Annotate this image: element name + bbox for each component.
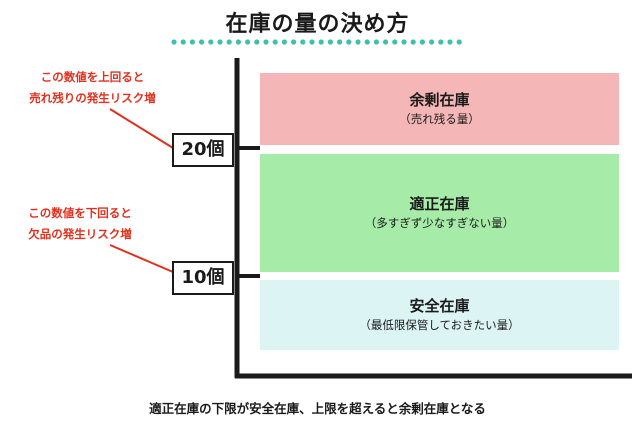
title-dot bbox=[392, 39, 398, 45]
surplus-stock-note: （売れ残る量） bbox=[399, 112, 480, 126]
title-dot bbox=[235, 39, 241, 45]
title-dot bbox=[327, 39, 333, 45]
title-dot bbox=[456, 39, 462, 45]
title-dot bbox=[383, 39, 389, 45]
title-dot bbox=[355, 39, 361, 45]
title-dot bbox=[199, 39, 205, 45]
title-dot bbox=[309, 39, 315, 45]
threshold-label-20: 20個 bbox=[172, 133, 234, 167]
title-dot bbox=[226, 39, 232, 45]
title-dot bbox=[337, 39, 343, 45]
optimal-stock-zone: 適正在庫 （多すぎず少なすぎない量） bbox=[260, 154, 619, 272]
surplus-stock-zone: 余剰在庫 （売れ残る量） bbox=[260, 73, 619, 145]
title-dot bbox=[272, 39, 278, 45]
title-dot bbox=[245, 39, 251, 45]
title-dot bbox=[410, 39, 416, 45]
title-dot bbox=[300, 39, 306, 45]
title-dot bbox=[254, 39, 260, 45]
upper-risk-line-1: この数値を上回ると bbox=[40, 70, 145, 84]
lower-risk-line-2: 欠品の発生リスク増 bbox=[28, 227, 132, 241]
title-dot bbox=[401, 39, 407, 45]
title-dot bbox=[373, 39, 379, 45]
leader-line-lower bbox=[109, 244, 174, 273]
title-dot bbox=[438, 39, 444, 45]
title-dot bbox=[318, 39, 324, 45]
safety-stock-label: 安全在庫 bbox=[409, 297, 470, 315]
diagram-caption: 適正在庫の下限が安全在庫、上限を超えると余剰在庫となる bbox=[149, 401, 486, 416]
title-dot bbox=[281, 39, 287, 45]
optimal-stock-label: 適正在庫 bbox=[409, 195, 470, 213]
title-dot bbox=[447, 39, 453, 45]
optimal-stock-note: （多すぎず少なすぎない量） bbox=[364, 216, 515, 230]
upper-risk-annotation: この数値を上回ると 売れ残りの発生リスク増 bbox=[0, 67, 185, 109]
title-dot bbox=[419, 39, 425, 45]
safety-stock-zone: 安全在庫 （最低限保管しておきたい量） bbox=[260, 280, 619, 350]
title-dot bbox=[208, 39, 214, 45]
title-dot bbox=[364, 39, 370, 45]
title-dot bbox=[189, 39, 195, 45]
title-dotted-underline bbox=[171, 39, 462, 45]
leader-line-upper bbox=[109, 108, 174, 149]
upper-risk-line-2: 売れ残りの発生リスク増 bbox=[29, 91, 156, 105]
title-dot bbox=[346, 39, 352, 45]
title-dot bbox=[263, 39, 269, 45]
title-dot bbox=[429, 39, 435, 45]
title-dot bbox=[180, 39, 186, 45]
threshold-label-10: 10個 bbox=[172, 261, 234, 295]
title-dot bbox=[171, 39, 177, 45]
title-dot bbox=[291, 39, 297, 45]
safety-stock-note: （最低限保管しておきたい量） bbox=[359, 318, 520, 332]
lower-risk-annotation: この数値を下回ると 欠品の発生リスク増 bbox=[0, 203, 160, 245]
diagram-title: 在庫の量の決め方 bbox=[225, 12, 410, 37]
surplus-stock-label: 余剰在庫 bbox=[409, 91, 470, 109]
title-dot bbox=[217, 39, 223, 45]
lower-risk-line-1: この数値を下回ると bbox=[28, 206, 132, 220]
